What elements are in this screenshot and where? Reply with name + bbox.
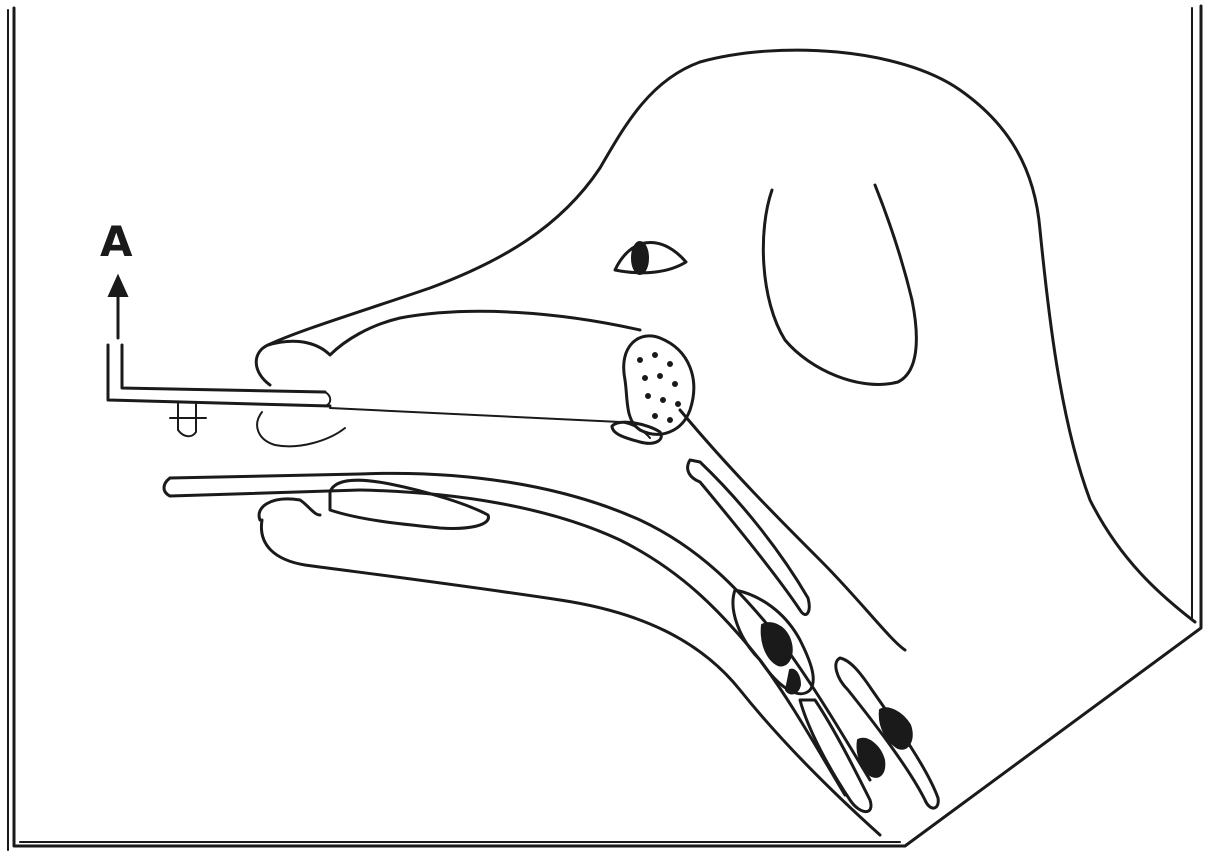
tongue <box>330 480 488 528</box>
snout <box>257 311 640 446</box>
nasal-tube <box>108 345 330 436</box>
larynx-masses <box>733 590 938 812</box>
dog-head-outline <box>256 50 1195 835</box>
lower-jaw <box>259 499 320 520</box>
stopcock-icon <box>170 402 206 436</box>
dotted-sponge <box>624 336 694 434</box>
palate-tube <box>330 408 650 438</box>
eye-icon <box>615 242 686 274</box>
arrow-up-icon <box>109 276 127 338</box>
ear-outline <box>763 185 916 384</box>
enclosure-frame <box>8 6 1201 850</box>
trachea-slot <box>688 460 810 614</box>
label-a: A <box>100 217 133 266</box>
